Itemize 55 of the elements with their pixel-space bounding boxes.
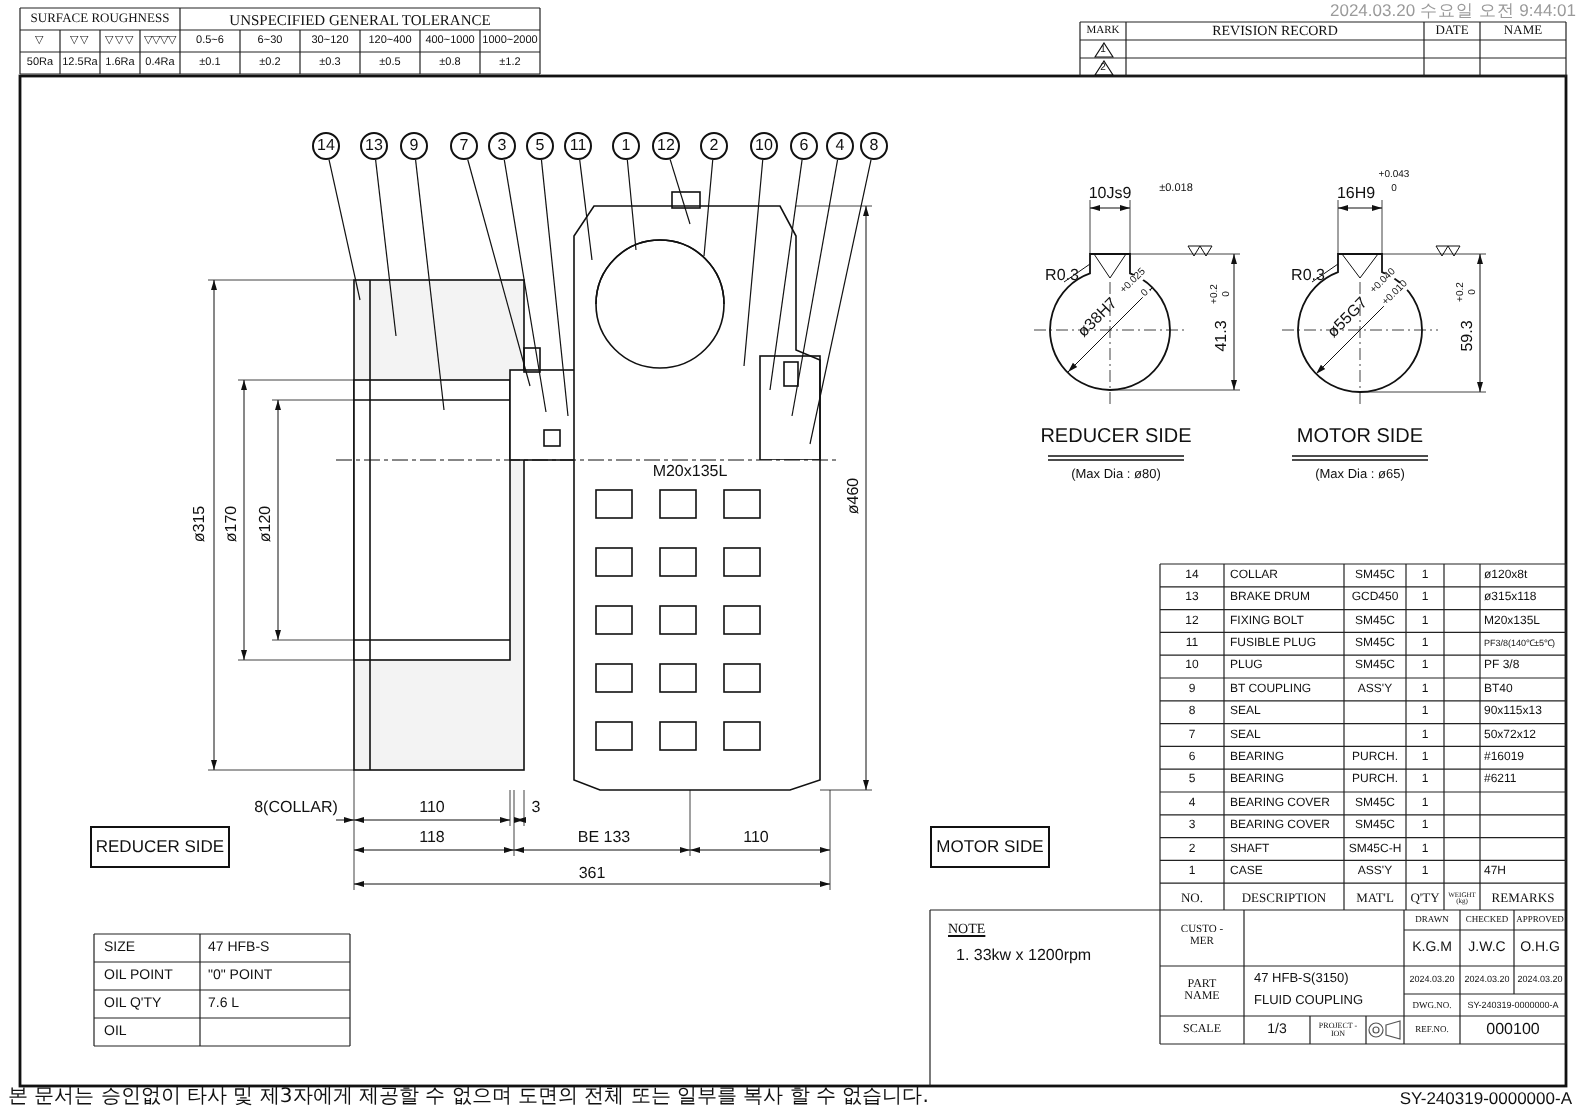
callout-balloon: 1 <box>612 132 640 160</box>
dimension-text: ø460 <box>846 477 862 515</box>
callout-balloon: 9 <box>400 132 428 160</box>
radius-note: R0.3 <box>1045 268 1079 284</box>
dimension-text: ø315 <box>192 505 208 543</box>
note-text: 1. 33kw x 1200rpm <box>956 948 1092 964</box>
dimension-text: 3 <box>531 800 541 816</box>
dimension-text: 59.3 <box>1460 320 1476 352</box>
view-title: MOTOR SIDE <box>1296 428 1424 448</box>
confidentiality-note: 본 문서는 승인없이 타사 및 제3자에게 제공할 수 없으며 도면의 전체 또는 일부를 복사 할 수 없습니다. <box>8 1087 929 1106</box>
dimension-text: 118 <box>419 830 445 846</box>
leader-line <box>579 159 593 261</box>
leader-line <box>540 159 569 417</box>
dimension-text: 110 <box>419 800 445 816</box>
view-label: REDUCER SIDE <box>90 826 230 868</box>
leader-line <box>414 159 445 411</box>
view-label: MOTOR SIDE <box>930 826 1050 868</box>
leader-line <box>503 159 547 413</box>
callout-balloon: 12 <box>652 132 680 160</box>
callout-balloon: 11 <box>564 132 592 160</box>
leader-line <box>375 159 397 337</box>
leader-line <box>703 159 714 257</box>
callout-balloon: 8 <box>860 132 888 160</box>
callout-balloon: 3 <box>488 132 516 160</box>
dimension-text: ø120 <box>258 505 274 543</box>
bolt-note: M20x135L <box>650 464 730 480</box>
callout-balloon: 2 <box>700 132 728 160</box>
callout-balloon: 7 <box>450 132 478 160</box>
callout-balloon: 6 <box>790 132 818 160</box>
reference-number: 000100 <box>1486 1022 1540 1038</box>
leader-line <box>669 158 691 225</box>
dimension-text: 41.3 <box>1214 320 1230 352</box>
dimension-text: 8(COLLAR) <box>254 800 338 816</box>
callout-balloon: 10 <box>750 132 778 160</box>
leader-line <box>743 159 764 367</box>
leader-line <box>809 159 872 445</box>
dimension-text: 110 <box>743 830 769 846</box>
dimension-text: 10Js9 <box>1088 186 1132 202</box>
view-title: REDUCER SIDE <box>1040 428 1192 448</box>
callout-balloon: 5 <box>526 132 554 160</box>
dimension-text: 361 <box>578 866 606 882</box>
radius-note: R0.3 <box>1291 268 1325 284</box>
callout-balloon: 13 <box>360 132 388 160</box>
leader-line <box>791 159 839 417</box>
callout-balloon: 14 <box>312 132 340 160</box>
leader-line <box>626 159 637 251</box>
leader-line <box>769 159 803 391</box>
dimension-text: BE 133 <box>577 830 631 846</box>
dimension-text: ø170 <box>224 505 240 543</box>
callout-balloon: 4 <box>826 132 854 160</box>
leader-line <box>328 159 361 301</box>
leader-line <box>467 158 531 387</box>
dimension-text: 16H9 <box>1336 186 1376 202</box>
drawing-number: SY-240319-0000000-A <box>1399 1089 1572 1106</box>
print-timestamp: 2024.03.20 수요일 오전 9:44:01 <box>1330 1 1576 19</box>
